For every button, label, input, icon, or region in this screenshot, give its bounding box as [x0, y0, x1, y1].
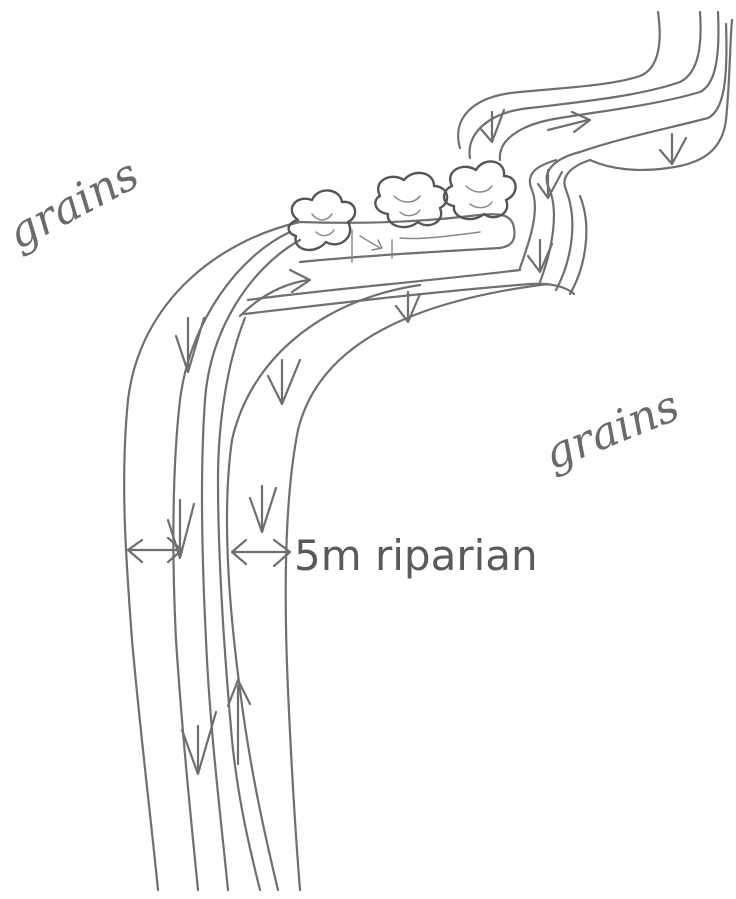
arrow-down-center — [268, 360, 300, 404]
arrow-down-left-upper — [176, 318, 204, 372]
outer-left-bank — [124, 222, 300, 890]
top-right-loop — [590, 20, 732, 170]
zigzag-channel-2 — [540, 152, 580, 282]
arrow-down-right-middle — [250, 486, 276, 532]
riparian-label: 5m riparian — [294, 531, 538, 580]
grains-label-right: grains — [537, 380, 686, 480]
left-riparian-line — [173, 232, 290, 890]
riparian-width-arrow-right — [232, 540, 290, 566]
zigzag-channel-1 — [520, 160, 556, 268]
arrow-down-zigzag — [538, 170, 562, 198]
outer-right-bank — [286, 284, 548, 890]
grains-label-top-left: grains — [0, 149, 147, 260]
stream-channel-right — [218, 318, 260, 890]
upper-bend-line-2 — [300, 248, 500, 262]
shrub-cluster-right — [444, 161, 516, 219]
arrow-down-top-right — [660, 134, 686, 164]
upper-bend-line-1 — [300, 214, 514, 248]
zigzag-channel-3 — [556, 160, 590, 290]
